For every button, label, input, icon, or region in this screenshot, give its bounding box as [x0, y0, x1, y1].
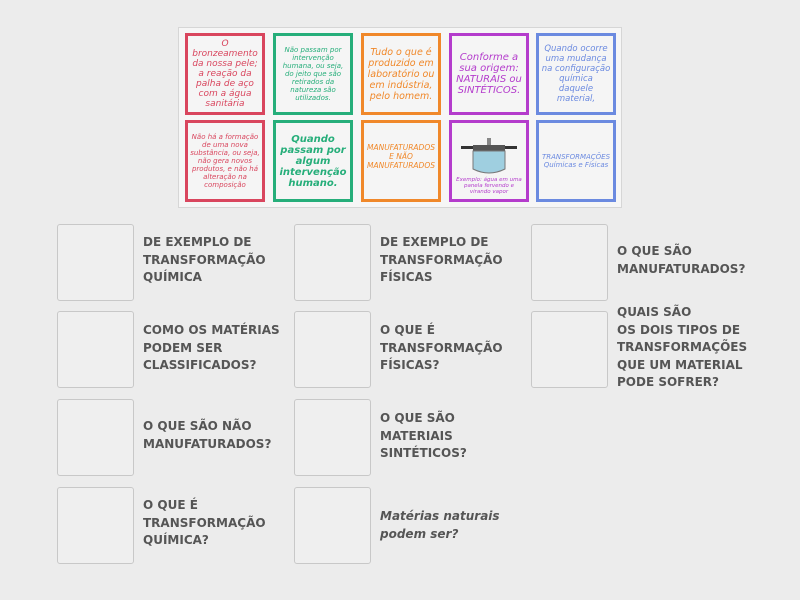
question-label: O QUE É TRANSFORMAÇÃO FÍSICAS? [380, 323, 503, 372]
drop-zone[interactable] [531, 311, 608, 388]
drop-zone[interactable] [57, 311, 134, 388]
card-text: MANUFATURADOS E NÃO MANUFATURADOS [366, 143, 435, 170]
drop-zone[interactable] [294, 487, 371, 564]
answer-card[interactable]: Exemplo: água em uma panela fervendo e v… [449, 120, 529, 202]
question-label: DE EXEMPLO DE TRANSFORMAÇÃO QUÍMICA [143, 235, 266, 284]
answer-card[interactable]: Tudo o que é produzido em laboratório ou… [361, 33, 441, 115]
card-text: Não passam por intervenção humana, ou se… [282, 46, 344, 102]
card-text: Não há a formação de uma nova substância… [190, 133, 260, 189]
answer-card[interactable]: Quando passam por algum intervenção huma… [273, 120, 353, 202]
question-label: O QUE É TRANSFORMAÇÃO QUÍMICA? [143, 498, 266, 547]
answer-card[interactable]: O bronzeamento da nossa pele; a reação d… [185, 33, 265, 115]
card-text: Conforme a sua origem: NATURAIS ou SINTÉ… [456, 52, 522, 96]
answer-card[interactable]: Conforme a sua origem: NATURAIS ou SINTÉ… [449, 33, 529, 115]
card-text: Tudo o que é produzido em laboratório ou… [367, 46, 435, 102]
question-label: COMO OS MATÉRIAS PODEM SER CLASSIFICADOS… [143, 323, 280, 372]
drop-zone[interactable] [294, 399, 371, 476]
pressure-cooker-icon [461, 138, 517, 174]
card-text: O bronzeamento da nossa pele; a reação d… [192, 39, 258, 109]
drop-zone[interactable] [294, 311, 371, 388]
drop-zone[interactable] [57, 224, 134, 301]
drop-zone[interactable] [531, 224, 608, 301]
question-label: QUAIS SÃO OS DOIS TIPOS DE TRANSFORMAÇÕE… [617, 305, 748, 389]
answer-card[interactable]: TRANSFORMAÇÕES Químicas e Físicas [536, 120, 616, 202]
drop-zone[interactable] [57, 487, 134, 564]
answer-card[interactable]: Não passam por intervenção humana, ou se… [273, 33, 353, 115]
card-text: Exemplo: água em uma panela fervendo e v… [456, 177, 522, 195]
answer-card[interactable]: Quando ocorre uma mudança na configuraçã… [536, 33, 616, 115]
card-text: TRANSFORMAÇÕES Químicas e Físicas [541, 153, 611, 169]
question-label: O QUE SÃO NÃO MANUFATURADOS? [143, 419, 272, 451]
question-label: O QUE SÃO MATERIAIS SINTÉTICOS? [380, 411, 467, 460]
question-label: O QUE SÃO MANUFATURADOS? [617, 244, 746, 276]
card-bank: O bronzeamento da nossa pele; a reação d… [178, 27, 622, 208]
drop-zone[interactable] [294, 224, 371, 301]
card-text: Quando ocorre uma mudança na configuraçã… [541, 44, 611, 104]
card-text: Quando passam por algum intervenção huma… [279, 133, 347, 189]
drop-zone[interactable] [57, 399, 134, 476]
question-label: Matérias naturais podem ser? [380, 509, 500, 541]
answer-card[interactable]: MANUFATURADOS E NÃO MANUFATURADOS [361, 120, 441, 202]
question-label: DE EXEMPLO DE TRANSFORMAÇÃO FÍSICAS [380, 235, 503, 284]
answer-card[interactable]: Não há a formação de uma nova substância… [185, 120, 265, 202]
